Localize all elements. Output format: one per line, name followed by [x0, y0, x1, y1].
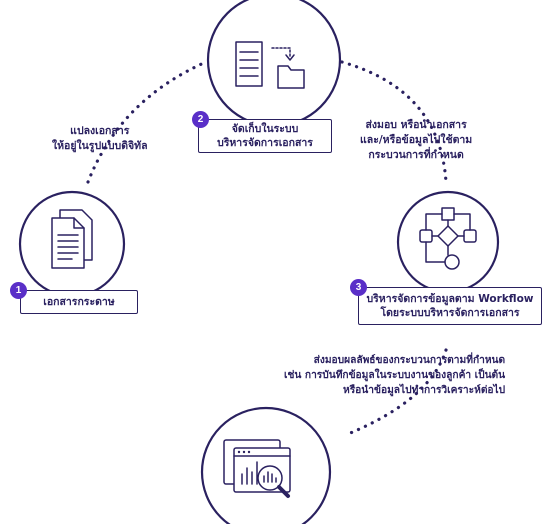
step-2-label-line-1: จัดเก็บในระบบ — [231, 123, 299, 135]
paper-documents-icon — [51, 209, 93, 269]
step-3-number-badge: 3 — [350, 279, 367, 296]
connector-2-to-3 — [340, 60, 448, 184]
deliver-note-line-2: และ/หรือข้อมูลไปใช้ตาม — [360, 134, 473, 146]
output-note-line-2: เช่น การบันทึกข้อมูลในระบบงานของลูกค้า เ… — [284, 370, 506, 381]
digitize-note: แปลงเอกสาร ให้อยู่ในรูปแบบดิจิทัล — [52, 124, 148, 154]
output-note-line-3: หรือนำข้อมูลไปทำการวิเคราะห์ต่อไป — [343, 385, 506, 396]
step-2-label-box: จัดเก็บในระบบ บริหารจัดการเอกสาร — [198, 119, 332, 153]
step-1-number-badge: 1 — [10, 282, 27, 299]
deliver-note-line-1: ส่งมอบ หรือนำเอกสาร — [365, 119, 467, 131]
step-3-label-box: บริหารจัดการข้อมูลตาม Workflow โดยระบบบร… — [358, 287, 542, 325]
output-note: ส่งมอบผลลัพธ์ของกระบวนการตามที่กำหนด เช่… — [284, 353, 505, 398]
analytics-magnifier-icon — [223, 439, 291, 498]
connector-3-to-4 — [346, 348, 448, 436]
connector-1-to-2 — [86, 60, 208, 184]
step-3-circle — [396, 190, 500, 294]
step-2-circle — [206, 0, 342, 128]
digitize-note-line-1: แปลงเอกสาร — [70, 125, 130, 137]
digitize-note-line-2: ให้อยู่ในรูปแบบดิจิทัล — [52, 140, 148, 152]
deliver-note-line-3: กระบวนการที่กำหนด — [368, 149, 464, 161]
step-1-label-box: เอกสารกระดาษ — [20, 290, 138, 314]
step-3-label-line-2: โดยระบบบริหารจัดการเอกสาร — [380, 307, 520, 319]
step-2-label-line-2: บริหารจัดการเอกสาร — [217, 137, 313, 149]
step-1-label: เอกสารกระดาษ — [43, 296, 115, 308]
server-folder-icon — [235, 41, 305, 89]
deliver-note: ส่งมอบ หรือนำเอกสาร และ/หรือข้อมูลไปใช้ต… — [360, 118, 472, 163]
workflow-icon — [419, 207, 477, 270]
step-2-number-badge: 2 — [192, 111, 209, 128]
output-note-line-1: ส่งมอบผลลัพธ์ของกระบวนการตามที่กำหนด — [313, 355, 506, 366]
step-3-label-line-1: บริหารจัดการข้อมูลตาม Workflow — [366, 293, 534, 305]
